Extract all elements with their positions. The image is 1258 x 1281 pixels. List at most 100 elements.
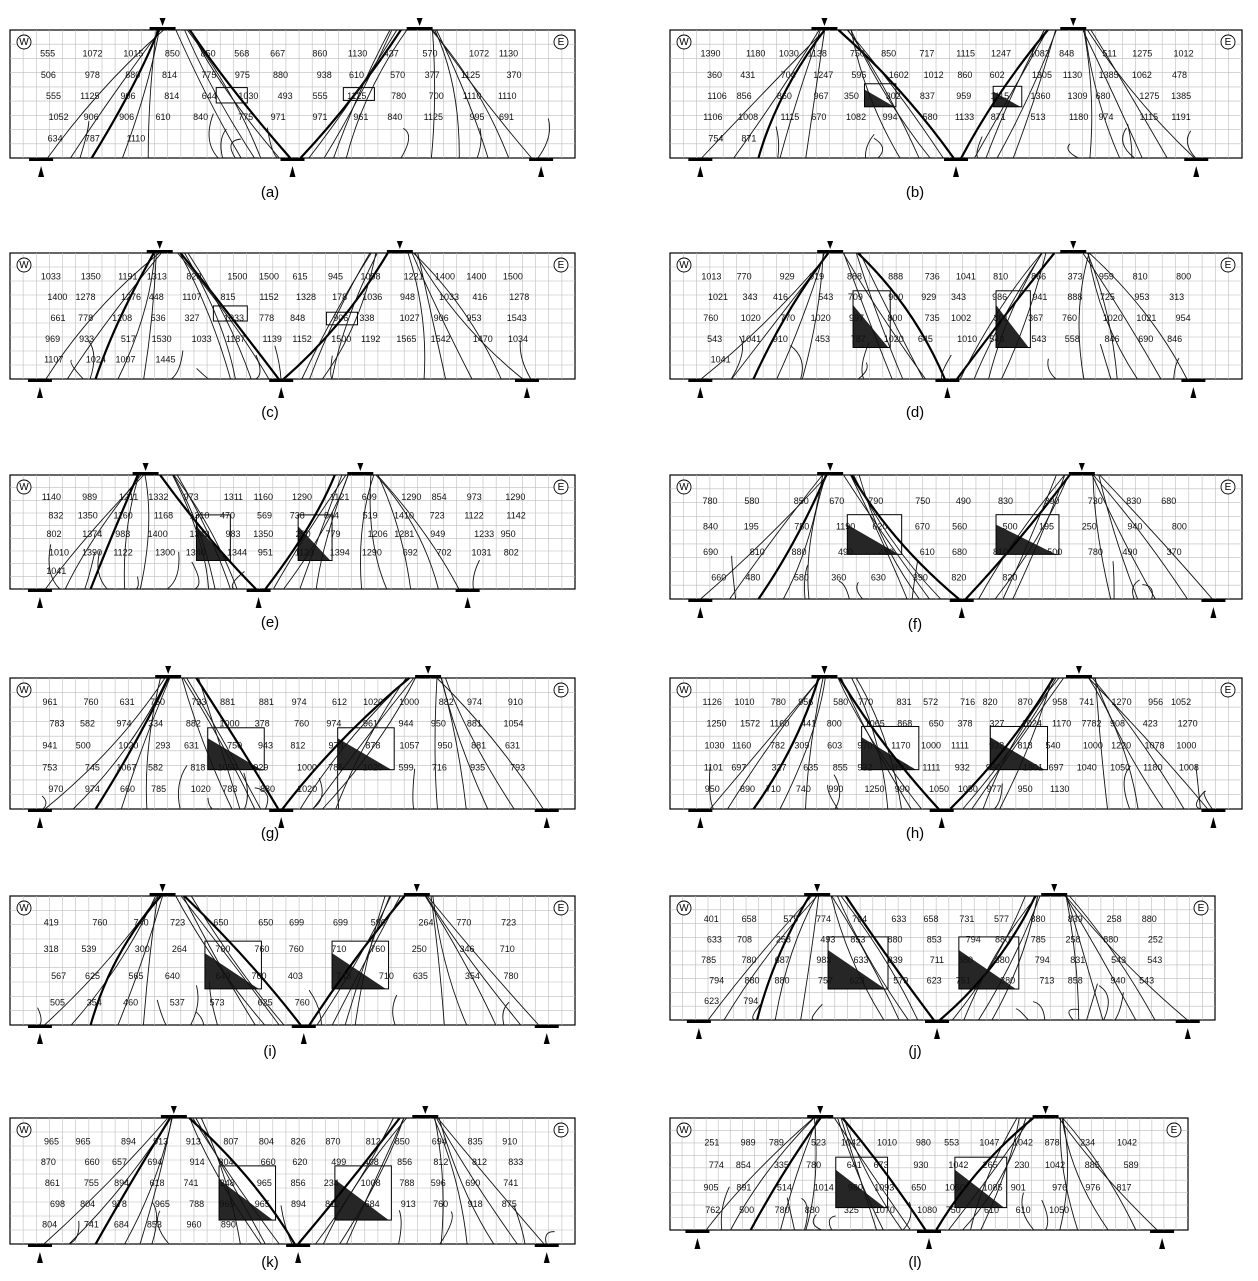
crack-load-label: 543 [1139, 975, 1154, 985]
crack-load-label: 248 [220, 1178, 235, 1188]
crack-load-label: 905 [704, 1182, 719, 1192]
crack-lines [700, 252, 1188, 380]
crack-load-label: 660 [85, 1157, 100, 1167]
beam-outline [669, 29, 1243, 159]
crack-load-label: 941 [42, 741, 57, 751]
crack-load-label: 906 [119, 112, 134, 122]
crack [1112, 561, 1115, 600]
crack [183, 895, 302, 1026]
crack [949, 677, 1055, 810]
svg-text:E: E [1225, 260, 1232, 271]
support-arrow [953, 166, 959, 177]
crack-load-label: 741 [1079, 697, 1094, 707]
crack [360, 474, 375, 590]
crack [182, 677, 256, 810]
crack-load-label: 910 [502, 1136, 517, 1146]
crack-load-label: 327 [772, 762, 787, 772]
crack-load-label: 804 [42, 1220, 57, 1230]
crack-load-label: 891 [736, 1182, 751, 1192]
crack-load-label: 735 [925, 313, 940, 323]
crack-load-label: 740 [796, 784, 811, 794]
crack [537, 118, 551, 159]
crack-load-label: 818 [1017, 741, 1032, 751]
crack [850, 474, 908, 600]
support-arrow [958, 607, 965, 618]
crack-load-label: 730 [1088, 496, 1103, 506]
crack-load-label: 868 [897, 719, 912, 729]
crack [135, 576, 139, 590]
crack-load-label: 490 [1122, 547, 1137, 557]
crack-load-label: 880 [995, 935, 1010, 945]
crack-load-label: 1082 [1030, 49, 1050, 59]
crack-load-label: 1007 [116, 355, 136, 365]
crack-load-label: 1310 [189, 511, 209, 521]
crack [988, 252, 1043, 380]
crack-load-label: 965 [44, 1136, 59, 1146]
load-plate [817, 472, 844, 475]
load-arrow [396, 241, 403, 249]
crack-load-label: 1050 [945, 1182, 965, 1192]
crack [392, 994, 398, 1026]
crack-load-label: 620 [292, 1157, 307, 1167]
crack [1067, 143, 1079, 159]
crack [976, 136, 983, 159]
crack-load-label: 894 [114, 1178, 129, 1188]
crack-load-label: 950 [431, 719, 446, 729]
crack-load-label: 453 [815, 334, 830, 344]
crack-load-label: 1000 [220, 719, 240, 729]
crack [186, 677, 261, 810]
crack [935, 1117, 1034, 1231]
crack [157, 1210, 170, 1245]
crack-load-label: 880 [1000, 975, 1015, 985]
crack-load-label: 325 [844, 1205, 859, 1215]
crack-load-label: 711 [930, 955, 944, 965]
crack-load-label: 610 [920, 547, 935, 557]
support-plate [514, 379, 539, 382]
crack [159, 474, 257, 590]
crack-load-label: 1313 [147, 271, 167, 281]
svg-text:E: E [1225, 482, 1232, 493]
crack-load-label: 1350 [81, 271, 101, 281]
crack-lines [45, 252, 532, 380]
crack [172, 474, 216, 590]
crack-load-label: 441 [801, 719, 816, 729]
crack-load-label: 1275 [1132, 49, 1152, 59]
crack [417, 252, 447, 380]
crack-load-label: 354 [87, 998, 102, 1008]
crack-load-label: 1020 [884, 334, 904, 344]
crack [301, 252, 372, 380]
crack-load-label: 697 [1049, 762, 1064, 772]
support-arrow [697, 166, 704, 177]
support-arrow [278, 387, 285, 398]
crack [843, 1117, 903, 1231]
crack-load-label: 974 [292, 697, 307, 707]
crack [1092, 474, 1188, 600]
crack [139, 1117, 173, 1245]
crack-load-label: 790 [868, 496, 883, 506]
crack-load-label: 780 [741, 955, 756, 965]
crack [1092, 474, 1112, 600]
crack-load-label: 195 [744, 521, 759, 531]
crack-load-label: 751 [956, 975, 971, 985]
crack-load-label: 782 [770, 741, 785, 751]
crack-load-label: 929 [780, 271, 795, 281]
crack-load-label: 1041 [46, 566, 66, 576]
load-arrow [817, 1106, 824, 1114]
crack-load-label: 335 [774, 1160, 789, 1170]
crack [729, 474, 823, 600]
crack [757, 29, 826, 159]
crack-load-label: 812 [366, 1136, 381, 1146]
crack-load-label: 691 [499, 112, 514, 122]
crack-load-label: 1072 [82, 49, 102, 59]
support-arrow [36, 597, 43, 608]
web-opening-1 [212, 305, 248, 322]
crack [513, 1205, 526, 1245]
crack-load-label: 1030 [238, 91, 258, 101]
support-plate [949, 599, 974, 602]
east-end-symbol: E [553, 682, 569, 698]
